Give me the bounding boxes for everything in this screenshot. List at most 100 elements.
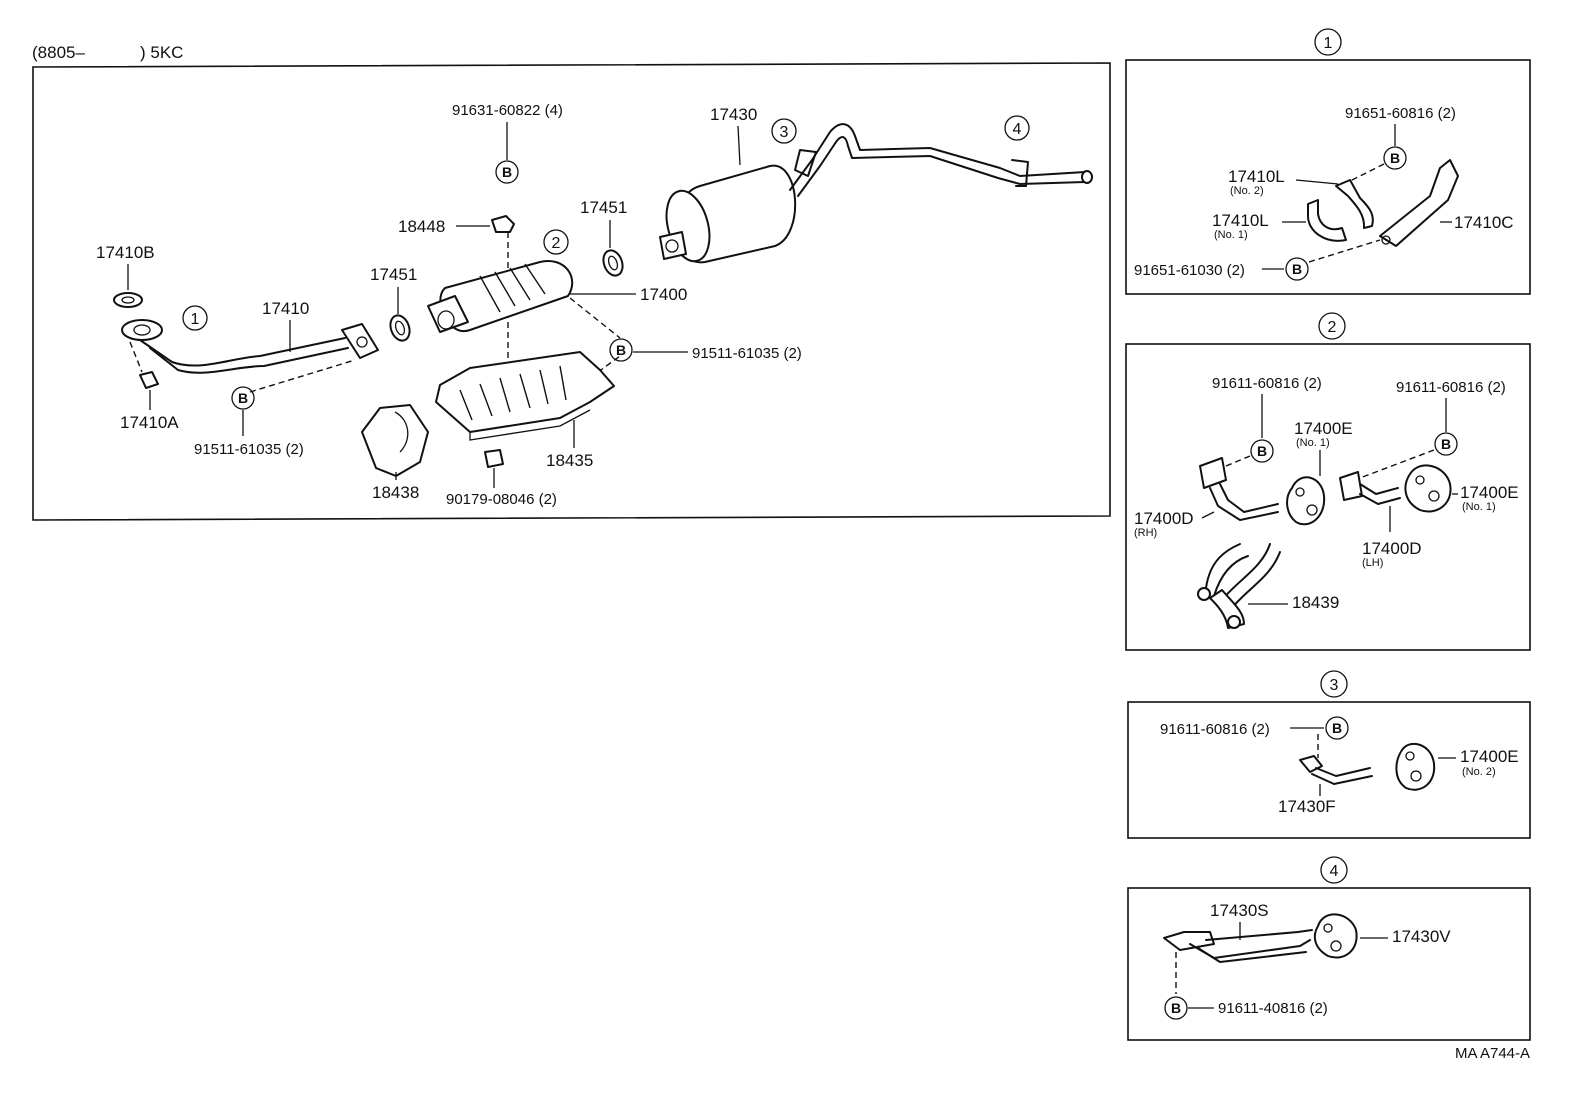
- label-17400: 17400: [640, 285, 687, 304]
- dashed-bolt-left: [249, 359, 356, 393]
- svg-text:4: 4: [1330, 863, 1339, 880]
- bracket-17400D-lh: [1339, 471, 1401, 505]
- bolt-marker-d2-left: B: [1250, 439, 1274, 463]
- hanger-17400E-right: [1404, 464, 1452, 513]
- bolt-marker-d3: B: [1325, 716, 1349, 740]
- svg-text:1: 1: [191, 311, 200, 328]
- label-91611-left: 91611-60816 (2): [1212, 375, 1322, 392]
- label-17430F: 17430F: [1278, 797, 1336, 816]
- label-91611-d4: 91611-40816 (2): [1218, 1000, 1328, 1017]
- label-17410B: 17410B: [96, 243, 155, 262]
- clamp-17410L-no1: [1307, 199, 1347, 242]
- dashed-bolt-right-upper: [569, 297, 621, 339]
- label-91511-right: 91511-61035 (2): [692, 345, 802, 362]
- bolt-marker-91631: B: [495, 160, 519, 184]
- svg-text:1: 1: [1324, 35, 1333, 52]
- label-17410C: 17410C: [1454, 213, 1514, 232]
- label-17400D-lh: 17400D: [1362, 539, 1422, 558]
- bracket-18448: [491, 215, 515, 233]
- bolt-marker-91511-right: B: [609, 338, 633, 362]
- muffler-17430: [659, 123, 1093, 264]
- label-17400E-right: 17400E: [1460, 483, 1519, 502]
- insulator-18438: [361, 404, 429, 477]
- support-18439: [1197, 543, 1281, 629]
- dashed-d1-bottom: [1308, 239, 1381, 263]
- label-18448: 18448: [398, 217, 445, 236]
- front-pipe-17410: [121, 319, 379, 374]
- detail-1-number: 1: [1314, 28, 1342, 56]
- main-diagram-frame: [32, 62, 1111, 521]
- catalytic-converter-17400: [427, 259, 574, 333]
- bolt-marker-d2-right: B: [1434, 432, 1458, 456]
- dashed-d2-right: [1359, 449, 1435, 479]
- label-91651-top: 91651-60816 (2): [1345, 105, 1456, 122]
- detail-2-frame: [1125, 343, 1531, 651]
- svg-text:B: B: [238, 390, 248, 406]
- dashed-17410A: [129, 341, 143, 373]
- svg-text:B: B: [616, 342, 626, 358]
- svg-text:3: 3: [1330, 677, 1339, 694]
- header-suffix: ) 5KC: [140, 43, 183, 62]
- svg-text:B: B: [1390, 150, 1400, 166]
- nut-17410A: [139, 371, 159, 389]
- label-17451-top: 17451: [580, 198, 627, 217]
- footer-code: MA A744-A: [1455, 1045, 1530, 1062]
- label-17400E-d3-sub: (No. 2): [1462, 766, 1496, 778]
- leader-17410L-no2: [1295, 179, 1339, 185]
- label-17410: 17410: [262, 299, 309, 318]
- leader-17430: [737, 125, 741, 166]
- detail-4-number: 4: [1320, 856, 1348, 884]
- label-18439: 18439: [1292, 593, 1339, 612]
- callout-3: 3: [771, 118, 797, 144]
- svg-text:B: B: [1257, 443, 1267, 459]
- label-17430: 17430: [710, 105, 757, 124]
- bolt-marker-91511-left: B: [231, 386, 255, 410]
- svg-text:2: 2: [1328, 319, 1337, 336]
- label-17410L-no2: 17410L: [1228, 167, 1285, 186]
- nut-90179: [484, 449, 504, 468]
- label-91631: 91631-60822 (4): [452, 102, 563, 119]
- detail-2-number: 2: [1318, 312, 1346, 340]
- bolt-marker-d4: B: [1164, 996, 1188, 1020]
- svg-text:B: B: [1332, 720, 1342, 736]
- label-91651-bottom: 91651-61030 (2): [1134, 262, 1245, 279]
- label-17400D-rh-sub: (RH): [1134, 527, 1157, 539]
- bracket-17400D-rh: [1199, 457, 1279, 521]
- heat-shield-18435: [435, 351, 615, 441]
- detail-3-frame: [1127, 701, 1531, 839]
- gasket-17451-top: [602, 249, 624, 277]
- label-17430S: 17430S: [1210, 901, 1269, 920]
- hanger-17400E-d3: [1395, 742, 1436, 791]
- gasket-17451-left: [389, 314, 411, 342]
- callout-2: 2: [543, 229, 569, 255]
- bolt-marker-d1-top: B: [1383, 146, 1407, 170]
- svg-text:2: 2: [552, 235, 561, 252]
- header-prefix: (8805–: [32, 43, 85, 62]
- svg-text:4: 4: [1013, 121, 1022, 138]
- label-91611-right: 91611-60816 (2): [1396, 379, 1506, 396]
- bracket-17430F: [1299, 755, 1373, 785]
- hanger-17400E-mid: [1286, 476, 1326, 526]
- label-91511-left: 91511-61035 (2): [194, 441, 304, 458]
- label-17410A: 17410A: [120, 413, 179, 432]
- hanger-17430V: [1313, 913, 1358, 959]
- label-17400E-mid: 17400E: [1294, 419, 1353, 438]
- detail-3-number: 3: [1320, 670, 1348, 698]
- label-17400D-lh-sub: (LH): [1362, 557, 1383, 569]
- bolt-marker-d1-bottom: B: [1285, 257, 1309, 281]
- label-17451-left: 17451: [370, 265, 417, 284]
- svg-text:B: B: [502, 164, 512, 180]
- detail-4-frame: [1127, 887, 1531, 1041]
- svg-text:3: 3: [780, 124, 789, 141]
- svg-text:B: B: [1292, 261, 1302, 277]
- svg-text:B: B: [1171, 1000, 1181, 1016]
- label-17400E-right-sub: (No. 1): [1462, 501, 1496, 513]
- label-90179: 90179-08046 (2): [446, 491, 557, 508]
- label-91611-d3: 91611-60816 (2): [1160, 721, 1270, 738]
- label-17400E-d3: 17400E: [1460, 747, 1519, 766]
- callout-4: 4: [1004, 115, 1030, 141]
- label-17400D-rh: 17400D: [1134, 509, 1194, 528]
- clamp-17410L-no2: [1335, 179, 1374, 229]
- callout-1: 1: [182, 305, 208, 331]
